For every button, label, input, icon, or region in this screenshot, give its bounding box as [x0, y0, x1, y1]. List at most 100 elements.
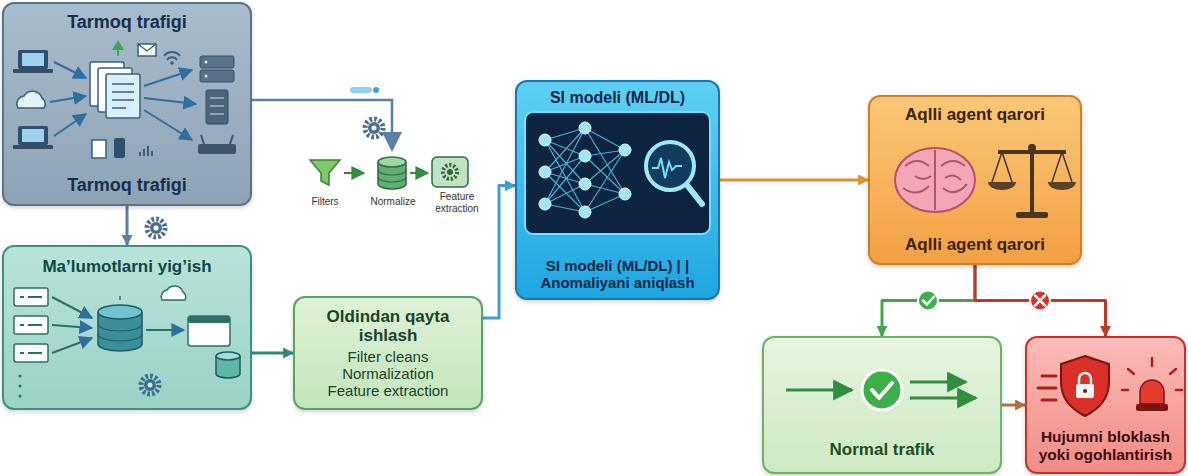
preprocess-icons	[447, 169, 453, 175]
block-alert-icon	[1076, 384, 1094, 398]
neural-network-panel	[687, 185, 702, 204]
block-alert-icon	[1136, 404, 1168, 411]
gear-icon	[368, 122, 380, 134]
collection-illustration	[161, 286, 186, 300]
traffic-illustration	[138, 44, 156, 56]
node-body: Aqlli agent qarori	[905, 235, 1045, 255]
flow-arrow	[1002, 404, 1025, 407]
node-title: Tarmoq trafigi	[67, 12, 187, 33]
collection-illustration	[98, 324, 142, 341]
gear-icon	[147, 219, 165, 237]
gear-icon	[150, 222, 162, 234]
traffic-illustration	[22, 129, 44, 142]
preprocess-icons	[443, 165, 457, 179]
traffic-illustration	[22, 53, 44, 66]
traffic-illustration	[206, 90, 228, 124]
block-alert-icon	[1061, 356, 1109, 416]
approve-marker	[923, 297, 934, 305]
block-alert-icon	[1079, 373, 1091, 384]
traffic-illustration	[114, 138, 125, 158]
collection-illustration	[146, 329, 184, 331]
neural-network-panel	[579, 122, 591, 134]
neural-network-panel	[619, 144, 631, 156]
neural-network-panel	[579, 150, 591, 162]
traffic-illustration	[144, 70, 192, 86]
traffic-illustration	[17, 91, 45, 108]
traffic-illustration	[201, 135, 233, 144]
normal-traffic-icon	[910, 397, 976, 400]
neural-network-panel	[539, 122, 631, 218]
traffic-illustration	[200, 56, 234, 68]
flow-arrow	[882, 265, 975, 336]
traffic-illustration	[198, 144, 236, 154]
traffic-illustration	[200, 70, 234, 82]
traffic-illustration	[170, 61, 174, 65]
neural-network-panel	[652, 158, 682, 178]
collection-illustration	[20, 297, 42, 353]
reject-marker	[1030, 291, 1050, 311]
gear-icon	[365, 119, 383, 137]
neural-network-panel	[539, 166, 551, 178]
approve-marker	[918, 291, 938, 311]
traffic-illustration	[117, 50, 119, 56]
flow-arrow	[720, 179, 868, 182]
preprocess-icons	[432, 157, 468, 187]
gear-icon	[147, 219, 165, 237]
icon-caption: Filters	[298, 196, 352, 208]
normal-traffic-icon	[786, 389, 852, 392]
gear-icon	[154, 226, 159, 231]
traffic-illustration	[144, 110, 192, 140]
collection-illustration	[52, 338, 92, 353]
node-body: Filter cleans Normalization Feature extr…	[318, 348, 458, 400]
collection-illustration	[52, 325, 92, 328]
normal-traffic-icon	[872, 383, 892, 398]
collection-illustration	[119, 296, 121, 300]
neural-network-panel	[579, 178, 591, 190]
preprocess-icons	[344, 172, 364, 174]
traffic-illustration	[140, 146, 152, 156]
normal-traffic-icon	[862, 370, 902, 410]
gear-icon	[365, 119, 383, 137]
brain-icon	[903, 150, 967, 210]
node-title: Normal trafik	[830, 440, 935, 460]
icon-caption: Normalize	[364, 196, 422, 208]
icon-caption: Feature extraction	[428, 191, 486, 214]
collection-illustration	[98, 305, 142, 319]
preprocess-icons	[378, 157, 406, 167]
traffic-illustration	[13, 40, 236, 158]
traffic-illustration	[50, 96, 86, 102]
neural-network-panel	[539, 134, 551, 146]
block-alert-icon	[1038, 356, 1182, 416]
traffic-illustration	[112, 40, 124, 50]
neural-network-panel	[646, 142, 694, 190]
neural-network-panel	[579, 206, 591, 218]
traffic-illustration	[138, 44, 156, 51]
node-title: SI modeli (ML/DL)	[550, 89, 685, 107]
reject-marker	[1030, 291, 1050, 311]
traffic-illustration	[112, 84, 134, 108]
brain-icon	[895, 148, 975, 212]
gear-icon	[141, 376, 159, 394]
node-title: Ma’lumotlarni yig’ish	[42, 257, 211, 277]
node-body: Tarmoq trafigi	[67, 175, 187, 196]
normal-traffic-icon	[910, 381, 966, 384]
scales-icon	[988, 144, 1076, 218]
preprocess-icons	[410, 172, 428, 174]
scales-icon	[988, 182, 1076, 190]
node-title: Aqlli agent qarori	[905, 105, 1045, 125]
flow-arrow	[975, 265, 1106, 336]
neural-network-panel	[619, 188, 631, 200]
neural-network-panel	[525, 112, 710, 234]
traffic-illustration	[54, 62, 86, 78]
gear-icon	[148, 383, 153, 388]
gear-icon	[372, 126, 377, 131]
scales-icon	[1030, 144, 1034, 214]
traffic-illustration	[210, 98, 224, 114]
flow-arrow	[483, 186, 515, 318]
approve-marker	[918, 291, 938, 311]
preprocess-icons	[310, 157, 468, 189]
feed-line	[252, 100, 392, 150]
block-alert-icon	[1140, 380, 1164, 404]
gear-icon	[141, 376, 159, 394]
collection-illustration	[52, 297, 92, 318]
